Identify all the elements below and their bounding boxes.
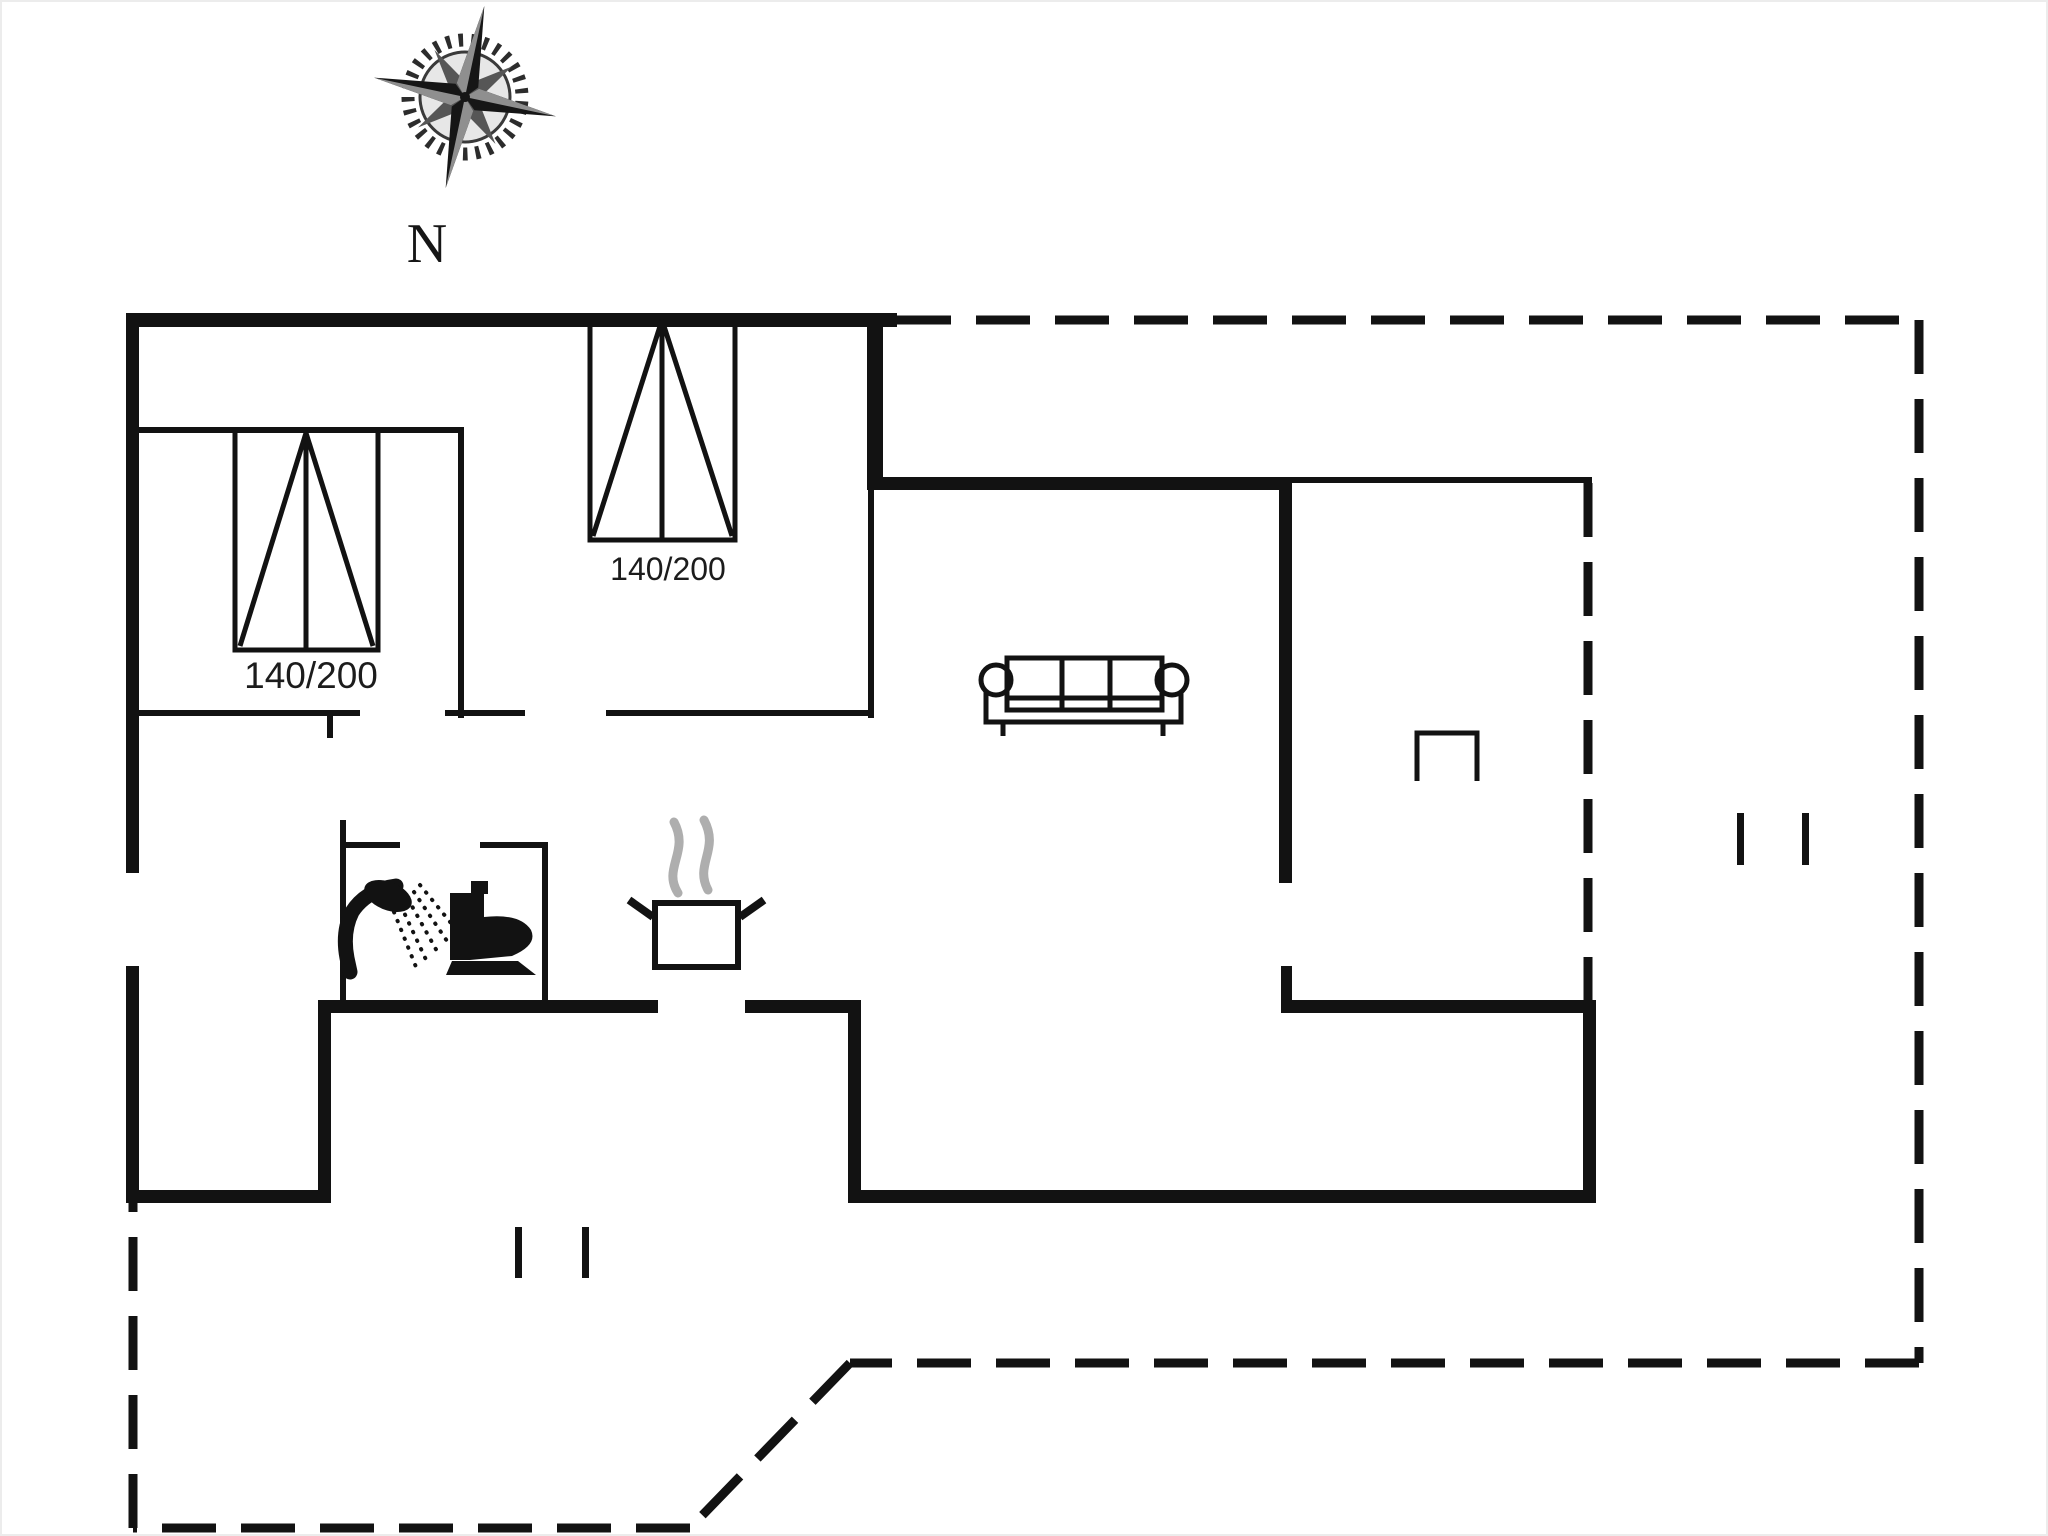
wall-south-a: [318, 1000, 658, 1013]
wall-entry-east: [318, 1000, 331, 1203]
wall-bathroom-east: [542, 842, 548, 1000]
wall-living-west: [848, 1000, 861, 1203]
wall-bedrooms-divider: [458, 427, 464, 718]
wall-sunroom-north: [1285, 477, 1592, 483]
wall-left-upper: [126, 313, 139, 873]
wall-bathroom-west: [340, 820, 346, 1006]
toilet-icon: [446, 881, 536, 975]
boundary-diagonal-dashed: [686, 1359, 854, 1532]
wall-bottom-main: [848, 1190, 1596, 1203]
wall-hall-a: [133, 710, 360, 716]
terrace-door-tick-right: [582, 1227, 589, 1278]
double-bed-2-icon: [587, 314, 738, 543]
wall-living-sunroom-divider: [1279, 477, 1292, 883]
wall-south-b: [745, 1000, 861, 1013]
wall-bathroom-north-b: [480, 842, 548, 848]
bracket-icon: [1414, 730, 1480, 781]
wall-sunroom-door-jamb: [1281, 966, 1292, 1010]
wall-sunroom-south: [1281, 1000, 1596, 1013]
wall-top: [126, 313, 897, 327]
window-tick-left: [1737, 813, 1744, 865]
wall-hall-b: [445, 710, 525, 716]
wall-hall-c: [606, 710, 873, 716]
sofa-icon: [978, 655, 1190, 736]
wall-bathroom-north-a: [340, 842, 400, 848]
terrace-door-tick-left: [515, 1227, 522, 1278]
opening-tick-marks: [515, 813, 1809, 1278]
compass-rose-icon: [374, 6, 556, 188]
wall-hall-door-jamb: [327, 716, 333, 738]
stove-pot-icon: [626, 896, 767, 970]
wall-east: [1583, 1000, 1596, 1203]
wall-left-lower: [126, 966, 139, 1203]
wall-bedroom2-living-divider: [868, 490, 874, 718]
wall-corner-column: [867, 313, 883, 490]
outer-walls: [126, 313, 1596, 1203]
shower-icon: [337, 878, 457, 980]
bed-1-size-label: 140/200: [244, 655, 378, 696]
terrace-boundary-dashed: [128, 315, 1924, 1533]
window-tick-right: [1802, 813, 1809, 865]
double-bed-1-icon: [232, 427, 381, 653]
wall-living-north: [867, 477, 1292, 490]
bed-2-size-label: 140/200: [610, 551, 726, 587]
wall-bottom-left: [126, 1190, 331, 1203]
steam-icon: [668, 815, 714, 898]
compass-north-label: N: [407, 213, 447, 275]
